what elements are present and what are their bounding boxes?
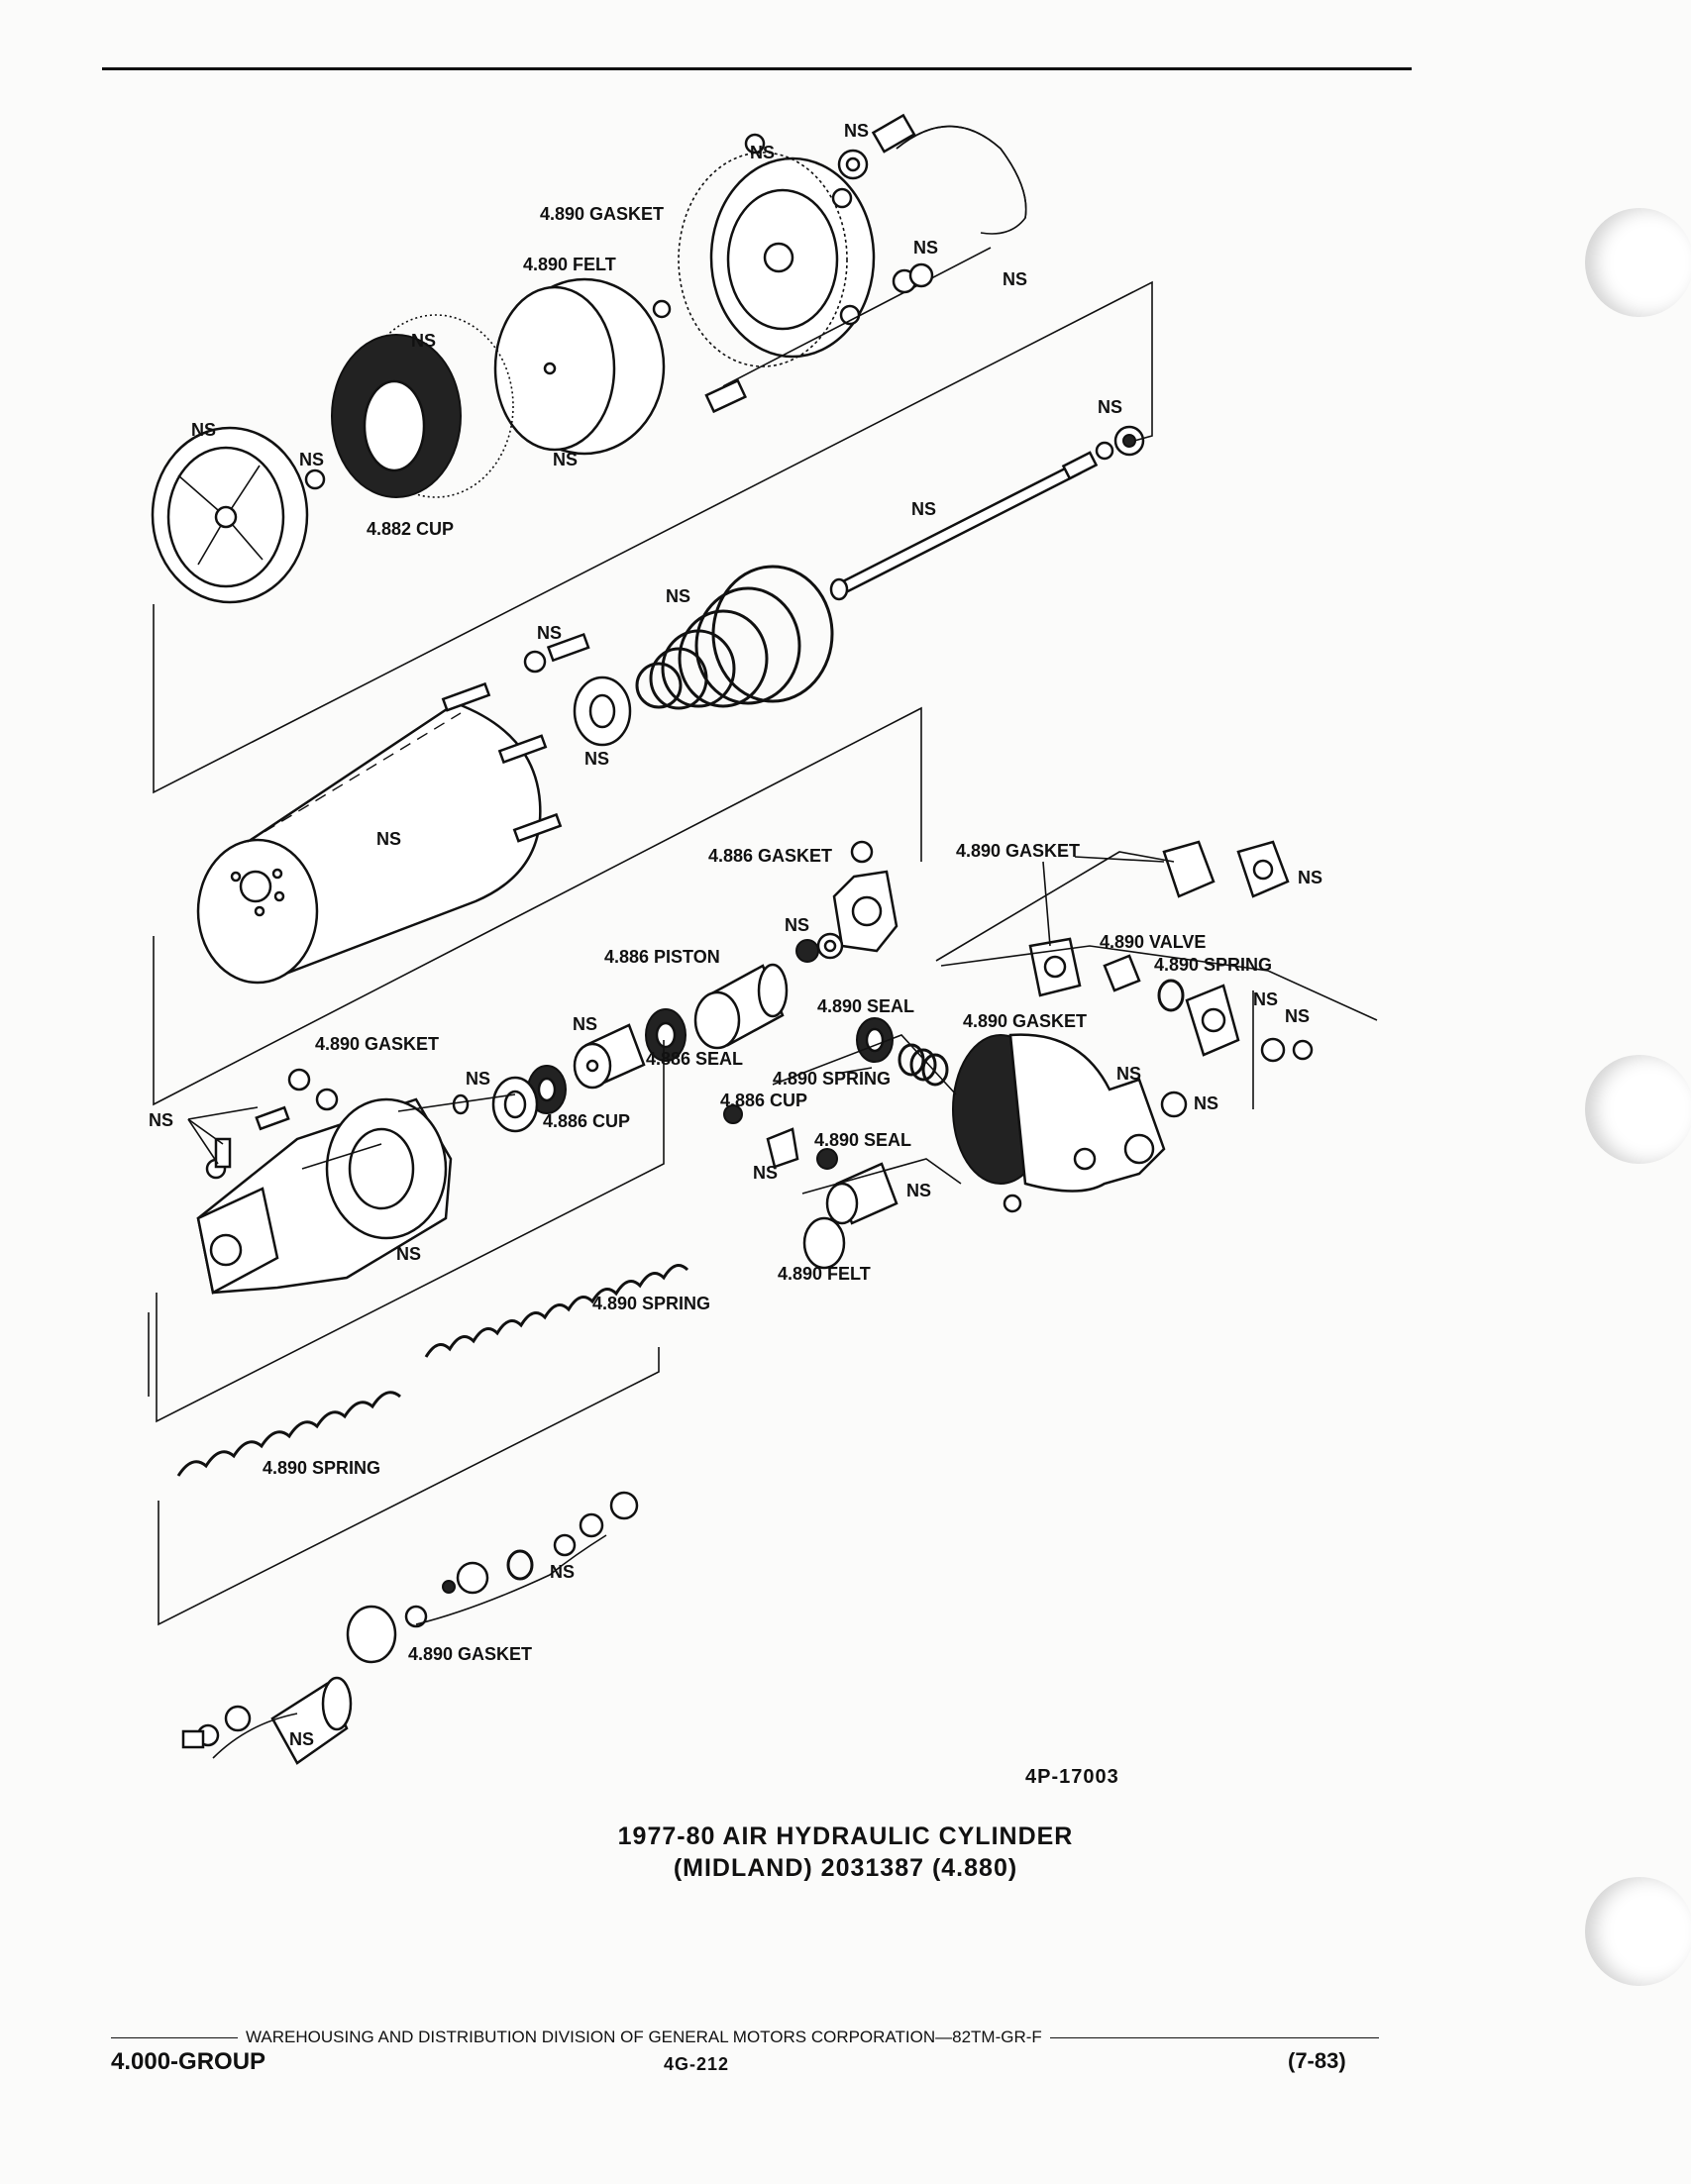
label-ns: NS (376, 829, 401, 849)
label-felt-low: 4.890 FELT (778, 1264, 871, 1284)
spring-4890-mid (898, 1043, 949, 1087)
washers-right (1260, 1037, 1314, 1063)
label-ns: NS (844, 121, 869, 141)
valve-cover-right (1185, 984, 1240, 1057)
piston-4886 (693, 963, 789, 1050)
lower-valve-group (723, 1104, 898, 1270)
seal-4890-mid (856, 1017, 894, 1063)
plunger-ns (573, 1023, 646, 1090)
label-ns: NS (785, 915, 809, 935)
label-ns: NS (1116, 1064, 1141, 1084)
label-seal-4886: 4.886 SEAL (646, 1049, 743, 1069)
binder-hole-top (1585, 208, 1691, 317)
label-ns: NS (584, 749, 609, 769)
return-spring-conical (635, 565, 834, 710)
label-spring-right: 4.890 SPRING (1154, 955, 1272, 975)
bottom-fitting-group (181, 1491, 639, 1765)
label-cup-4886-a: 4.886 CUP (543, 1111, 630, 1131)
label-ns: NS (149, 1110, 173, 1130)
piston-head (151, 426, 326, 604)
master-housing (196, 1097, 453, 1295)
right-cover (1162, 840, 1290, 898)
bolt-washer-top (523, 632, 590, 674)
label-seal-mid: 4.890 SEAL (817, 996, 914, 1016)
label-gasket-left: 4.890 GASKET (315, 1034, 439, 1054)
label-spring-long-a: 4.890 SPRING (592, 1294, 710, 1313)
seal-4886 (645, 1008, 687, 1062)
label-gasket-right-top: 4.890 GASKET (956, 841, 1080, 861)
nut-pair-top (892, 262, 934, 294)
label-ns: NS (411, 331, 436, 351)
label-spring-long-b: 4.890 SPRING (263, 1458, 380, 1478)
label-ns: NS (1298, 868, 1322, 887)
label-ns: NS (906, 1181, 931, 1200)
footer-page-number: 4G-212 (664, 2054, 730, 2074)
label-ns: NS (466, 1069, 490, 1089)
washer-pair-4886 (795, 932, 844, 963)
cylinder-body (196, 681, 563, 985)
label-gasket-4886: 4.886 GASKET (708, 846, 832, 866)
label-cup-4886-b: 4.886 CUP (720, 1091, 807, 1110)
label-ns: NS (1253, 989, 1278, 1009)
label-ns: NS (1098, 397, 1122, 417)
bleeder-fittings (214, 1068, 339, 1169)
washer-mid (573, 676, 632, 747)
label-valve-right: 4.890 VALVE (1100, 932, 1206, 952)
figure-title-line1: 1977-80 AIR HYDRAULIC CYLINDER (617, 1822, 1074, 1850)
label-ns: NS (1285, 1006, 1310, 1026)
binder-hole-bottom (1585, 1877, 1691, 1986)
figure-id: 4P-17003 (1025, 1766, 1119, 1788)
long-spring-lower (176, 1391, 401, 1477)
label-spring-mid: 4.890 SPRING (773, 1069, 891, 1089)
figure-title-line2: (MIDLAND) 2031387 (4.880) (673, 1854, 1018, 1882)
label-ns: NS (666, 586, 690, 606)
cup-4886 (452, 1065, 567, 1133)
label-ns: NS (191, 420, 216, 440)
label-ns: NS (1003, 269, 1027, 289)
long-spring-upper (424, 1264, 689, 1358)
header-rule (102, 67, 1412, 70)
label-piston-4886: 4.886 PISTON (604, 947, 720, 967)
label-ns: NS (753, 1163, 778, 1183)
cup-seal-4882 (331, 314, 514, 498)
label-ns: NS (299, 450, 324, 469)
footer-division-text: WAREHOUSING AND DISTRIBUTION DIVISION OF… (246, 2028, 1042, 2046)
felt-disc (493, 277, 672, 456)
right-gasket-plate (1028, 937, 1082, 997)
push-rod (829, 451, 1099, 601)
guide-lines (148, 280, 1378, 1626)
binder-hole-middle (1585, 1055, 1691, 1164)
slave-housing (952, 1033, 1188, 1213)
label-gasket-right-mid: 4.890 GASKET (963, 1011, 1087, 1031)
label-ns: NS (911, 499, 936, 519)
fitting-top (837, 113, 916, 180)
tube-fitting-end (704, 378, 748, 414)
label-gasket-top: 4.890 GASKET (540, 204, 664, 224)
footer-division-line: WAREHOUSING AND DISTRIBUTION DIVISION OF… (111, 2028, 1379, 2047)
rod-seal-nut (1095, 425, 1145, 461)
valve-4890 (1103, 954, 1185, 1012)
label-cup-4882: 4.882 CUP (367, 519, 454, 539)
label-ns: NS (289, 1729, 314, 1749)
label-ns: NS (1194, 1093, 1218, 1113)
label-felt-top: 4.890 FELT (523, 255, 616, 274)
footer-date-code: (7-83) (1288, 2048, 1346, 2073)
end-cover-assembly (678, 133, 876, 367)
label-ns: NS (550, 1562, 575, 1582)
label-ns: NS (537, 623, 562, 643)
label-ns: NS (396, 1244, 421, 1264)
label-gasket-bottom: 4.890 GASKET (408, 1644, 532, 1664)
leader-lines (187, 856, 1165, 1170)
label-ns: NS (750, 143, 775, 162)
label-seal-low: 4.890 SEAL (814, 1130, 911, 1150)
label-ns: NS (553, 450, 578, 469)
footer-group: 4.000-GROUP (111, 2048, 266, 2075)
gasket-4886-plate (832, 840, 898, 953)
label-ns: NS (573, 1014, 597, 1034)
label-ns: NS (913, 238, 938, 258)
